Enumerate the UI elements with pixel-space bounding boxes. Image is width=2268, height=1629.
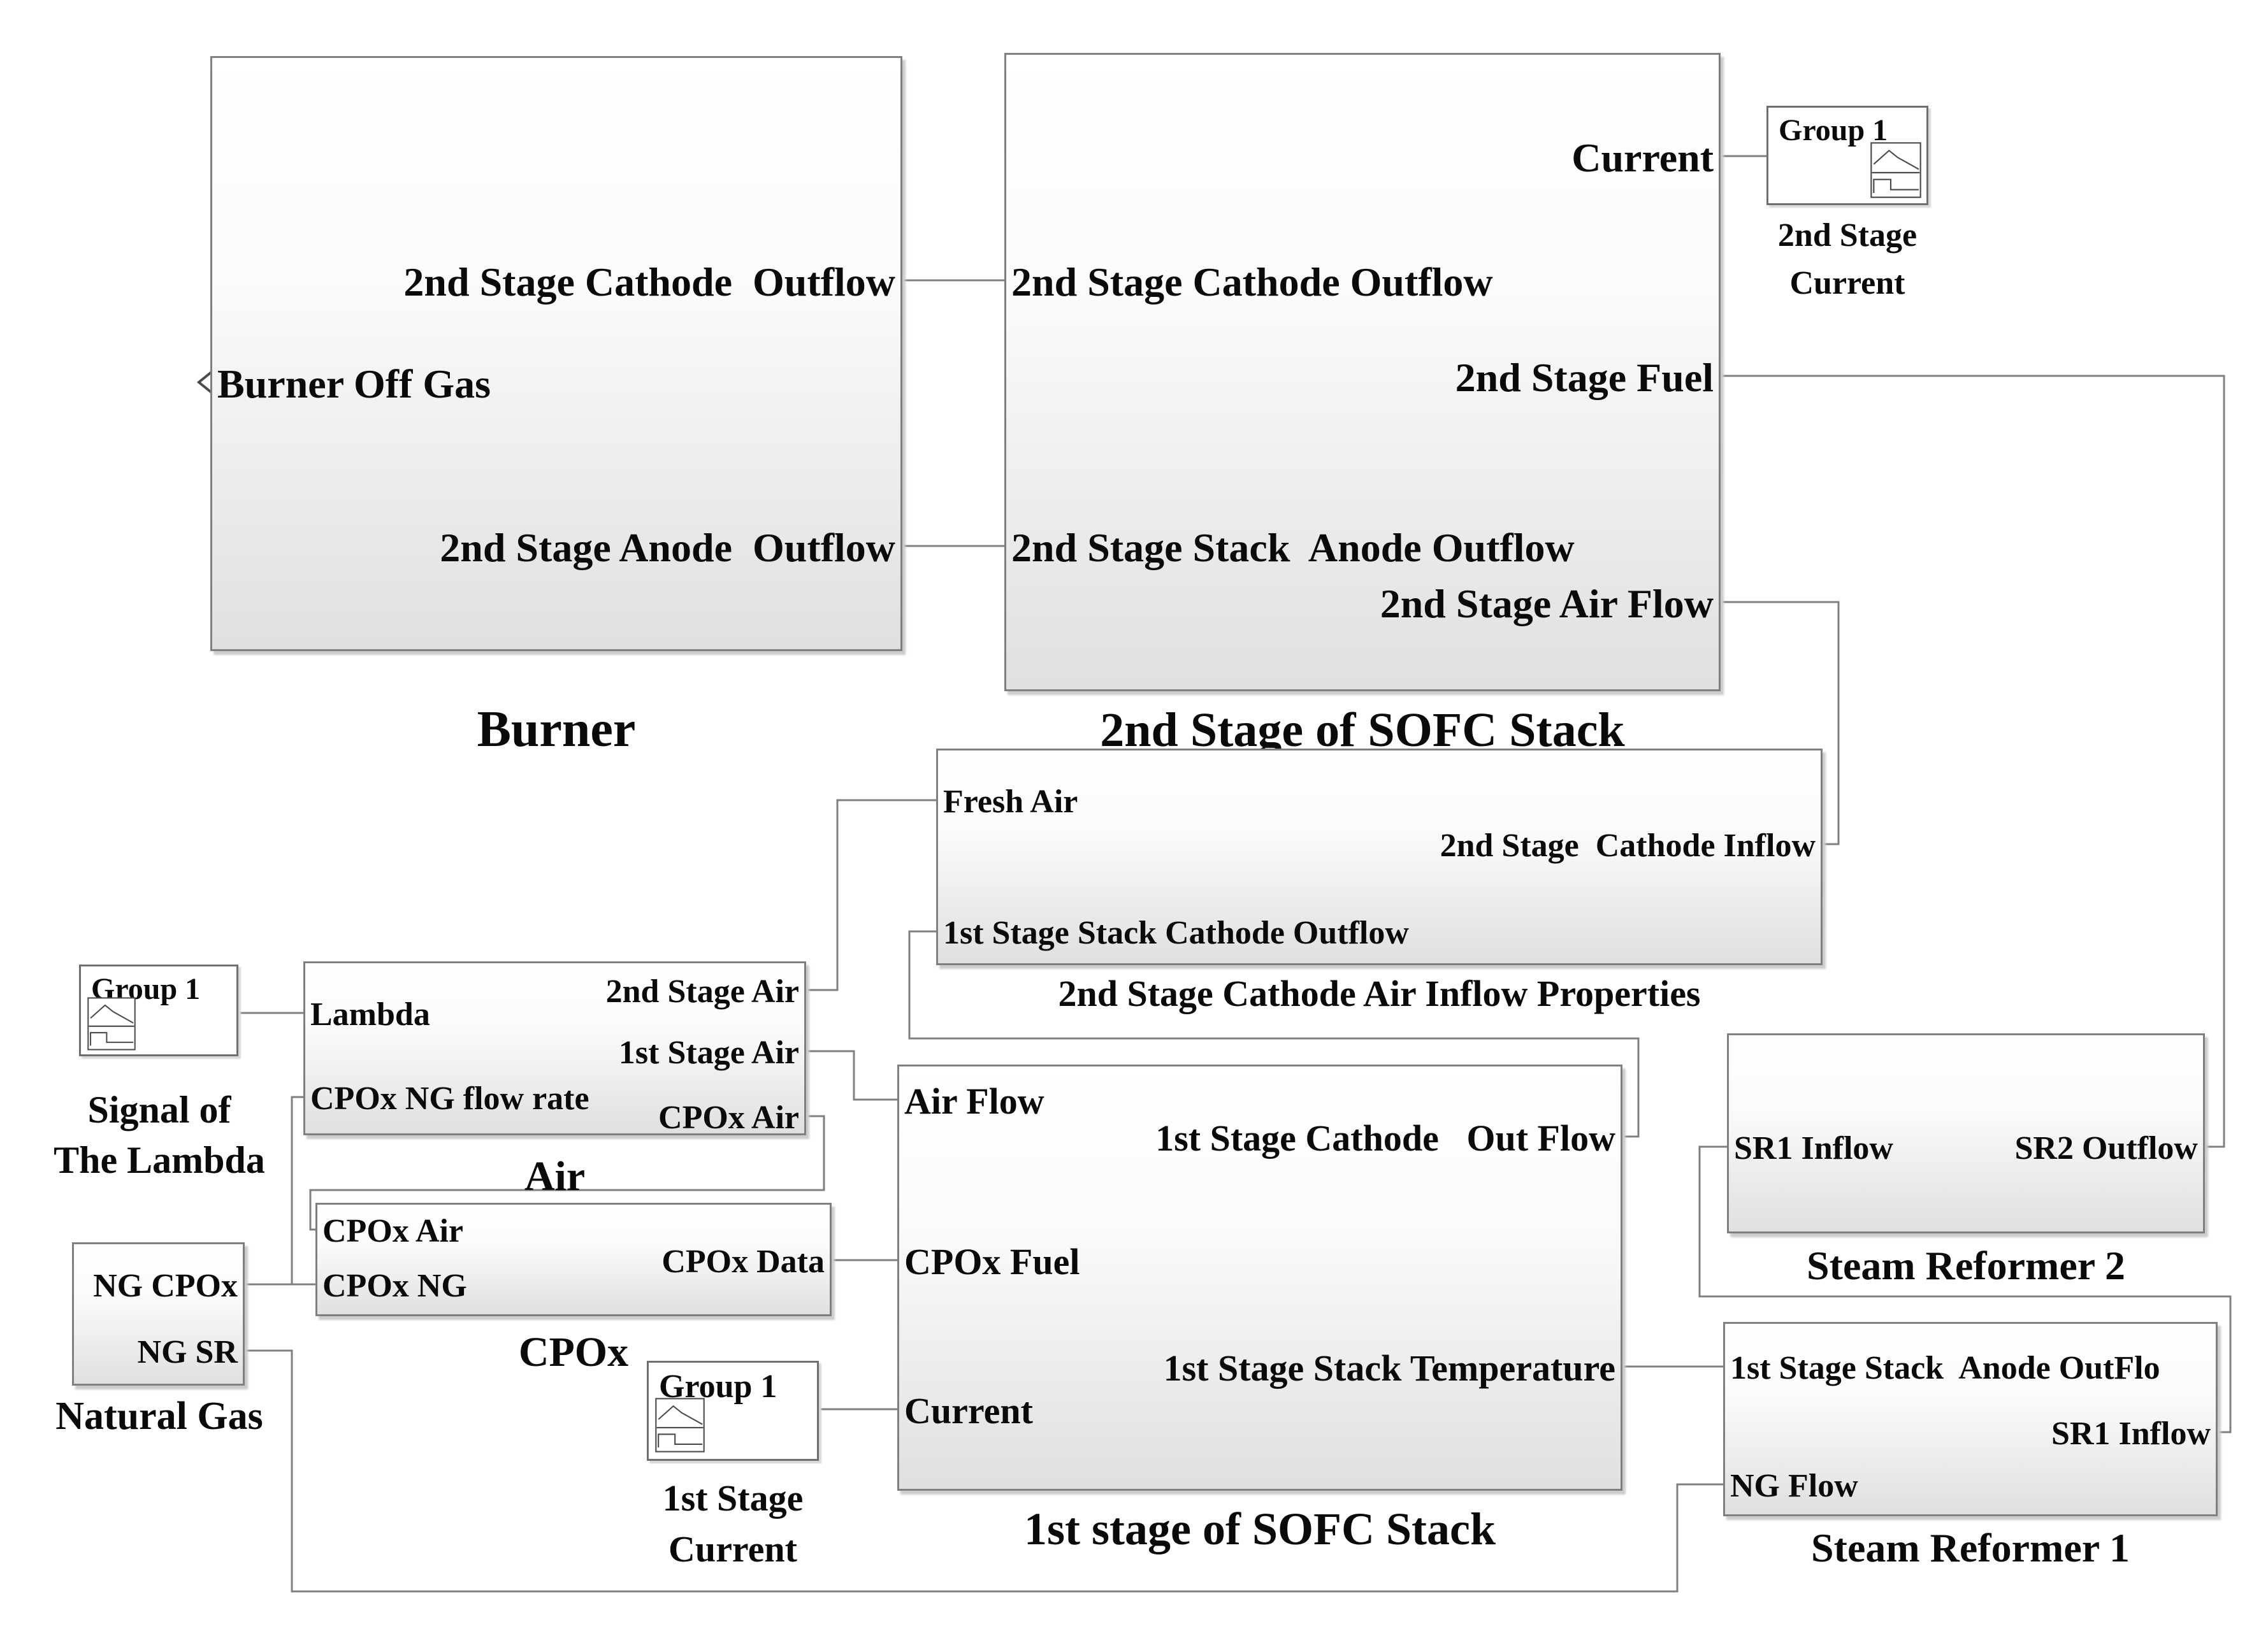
label-natural-gas: Natural Gas: [55, 1395, 263, 1438]
caption-signal-of-lambda-1: Signal of: [87, 1089, 231, 1131]
scope-waveform-icon: [1870, 142, 1921, 198]
port-burner-cathode-outflow: 2nd Stage Cathode Outflow: [403, 259, 895, 305]
port-sofc1-air-flow: Air Flow: [904, 1080, 1044, 1122]
port-sofc1-stack-temperature: 1st Stage Stack Temperature: [1163, 1347, 1615, 1389]
port-burner-anode-outflow: 2nd Stage Anode Outflow: [440, 525, 895, 570]
block-sofc-stage1[interactable]: Air Flow 1st Stage Cathode Out Flow CPOx…: [897, 1065, 1622, 1491]
label-sofc-stage1: 1st stage of SOFC Stack: [1024, 1503, 1496, 1554]
label-air: Air: [524, 1153, 586, 1200]
wire-sr1-to-sr2: [1698, 1145, 2232, 1433]
port-sofc1-current: Current: [904, 1390, 1033, 1432]
unconnected-input-arrow: [196, 370, 213, 394]
block-burner[interactable]: 2nd Stage Cathode Outflow Burner Off Gas…: [210, 56, 902, 651]
port-cpox-air: CPOx Air: [322, 1213, 463, 1249]
wire-cathode-inflow-to-airflow: [1721, 601, 1840, 845]
caption-signal-of-lambda-2: The Lambda: [54, 1139, 265, 1181]
scope-2nd-stage-current[interactable]: Group 1: [1766, 106, 1928, 205]
port-cpox-ng: CPOx NG: [322, 1268, 467, 1304]
wire-ngsr-to-ngflow: [245, 1349, 1723, 1593]
wire-sr2-outflow-to-fuel: [1721, 375, 2225, 1148]
port-sr1-ng-flow: NG Flow: [1730, 1468, 1858, 1504]
port-air-stage2-air: 2nd Stage Air: [605, 973, 799, 1010]
block-steam-reformer-2[interactable]: SR1 Inflow SR2 Outflow: [1727, 1033, 2205, 1233]
port-sofc1-cpox-fuel: CPOx Fuel: [904, 1241, 1080, 1282]
port-props-stage1-cathode-outflow: 1st Stage Stack Cathode Outflow: [943, 915, 1409, 951]
port-ng-cpox: NG CPOx: [93, 1268, 238, 1304]
port-burner-off-gas: Burner Off Gas: [217, 361, 491, 406]
port-cpox-data: CPOx Data: [661, 1244, 825, 1280]
wire-cathode-outflow1: [908, 930, 1640, 1138]
port-sofc2-cathode-outflow: 2nd Stage Cathode Outflow: [1011, 259, 1493, 305]
port-ng-sr: NG SR: [137, 1334, 238, 1370]
block-cpox[interactable]: CPOx Air CPOx Data CPOx NG: [315, 1203, 832, 1316]
scope-waveform-icon: [87, 997, 136, 1051]
port-air-stage1-air: 1st Stage Air: [618, 1035, 799, 1071]
caption-2nd-stage-current-2: Current: [1789, 265, 1905, 301]
port-sr2-outflow: SR2 Outflow: [2014, 1130, 2198, 1166]
caption-1st-stage-current-2: Current: [668, 1528, 797, 1570]
block-cathode-air-inflow-properties[interactable]: Fresh Air 2nd Stage Cathode Inflow 1st S…: [936, 749, 1823, 965]
port-props-cathode-inflow: 2nd Stage Cathode Inflow: [1440, 828, 1816, 864]
label-burner: Burner: [477, 701, 636, 757]
scope-waveform-icon: [655, 1398, 705, 1453]
port-sr1-inflow: SR1 Inflow: [2051, 1416, 2211, 1452]
block-steam-reformer-1[interactable]: 1st Stage Stack Anode OutFlo SR1 Inflow …: [1723, 1322, 2218, 1516]
port-props-fresh-air: Fresh Air: [943, 784, 1078, 820]
port-sr1-anode-outflow: 1st Stage Stack Anode OutFlo: [1730, 1350, 2160, 1386]
wire-ngcpox-branch: [291, 1096, 303, 1284]
caption-1st-stage-current-1: 1st Stage: [662, 1477, 804, 1519]
scope-2nd-stage-current-title: Group 1: [1779, 113, 1888, 147]
label-sofc-stage2: 2nd Stage of SOFC Stack: [1100, 703, 1625, 757]
scope-1st-stage-current-title: Group 1: [659, 1368, 777, 1405]
port-sofc2-current: Current: [1571, 135, 1714, 180]
port-sofc2-anode-outflow: 2nd Stage Stack Anode Outflow: [1011, 525, 1575, 570]
port-sofc1-cathode-out-flow: 1st Stage Cathode Out Flow: [1155, 1117, 1615, 1159]
label-cathode-air-inflow-properties: 2nd Stage Cathode Air Inflow Properties: [1058, 973, 1701, 1014]
port-air-lambda: Lambda: [310, 996, 430, 1033]
port-air-cpox-air: CPOx Air: [658, 1100, 799, 1136]
port-air-cpox-ng-flow-rate: CPOx NG flow rate: [310, 1080, 589, 1117]
block-natural-gas[interactable]: NG CPOx NG SR: [72, 1242, 245, 1386]
wire-stage2air-to-freshair: [806, 799, 936, 991]
port-sofc2-air-flow: 2nd Stage Air Flow: [1380, 581, 1714, 626]
caption-2nd-stage-current-1: 2nd Stage: [1777, 217, 1918, 254]
label-cpox: CPOx: [518, 1329, 629, 1375]
scope-1st-stage-current[interactable]: Group 1: [647, 1361, 819, 1461]
wire-stage1air-to-airflow: [806, 1050, 897, 1101]
port-sr2-sr1-inflow: SR1 Inflow: [1734, 1130, 1893, 1166]
wire-cpoxair: [309, 1115, 825, 1231]
block-air[interactable]: 2nd Stage Air Lambda 1st Stage Air CPOx …: [303, 961, 806, 1135]
label-steam-reformer-1: Steam Reformer 1: [1811, 1525, 2130, 1570]
label-steam-reformer-2: Steam Reformer 2: [1807, 1243, 2125, 1288]
block-sofc-stage2[interactable]: Current 2nd Stage Cathode Outflow 2nd St…: [1004, 53, 1721, 691]
scope-signal-of-lambda[interactable]: Group 1: [79, 965, 238, 1056]
port-sofc2-fuel: 2nd Stage Fuel: [1455, 355, 1714, 400]
